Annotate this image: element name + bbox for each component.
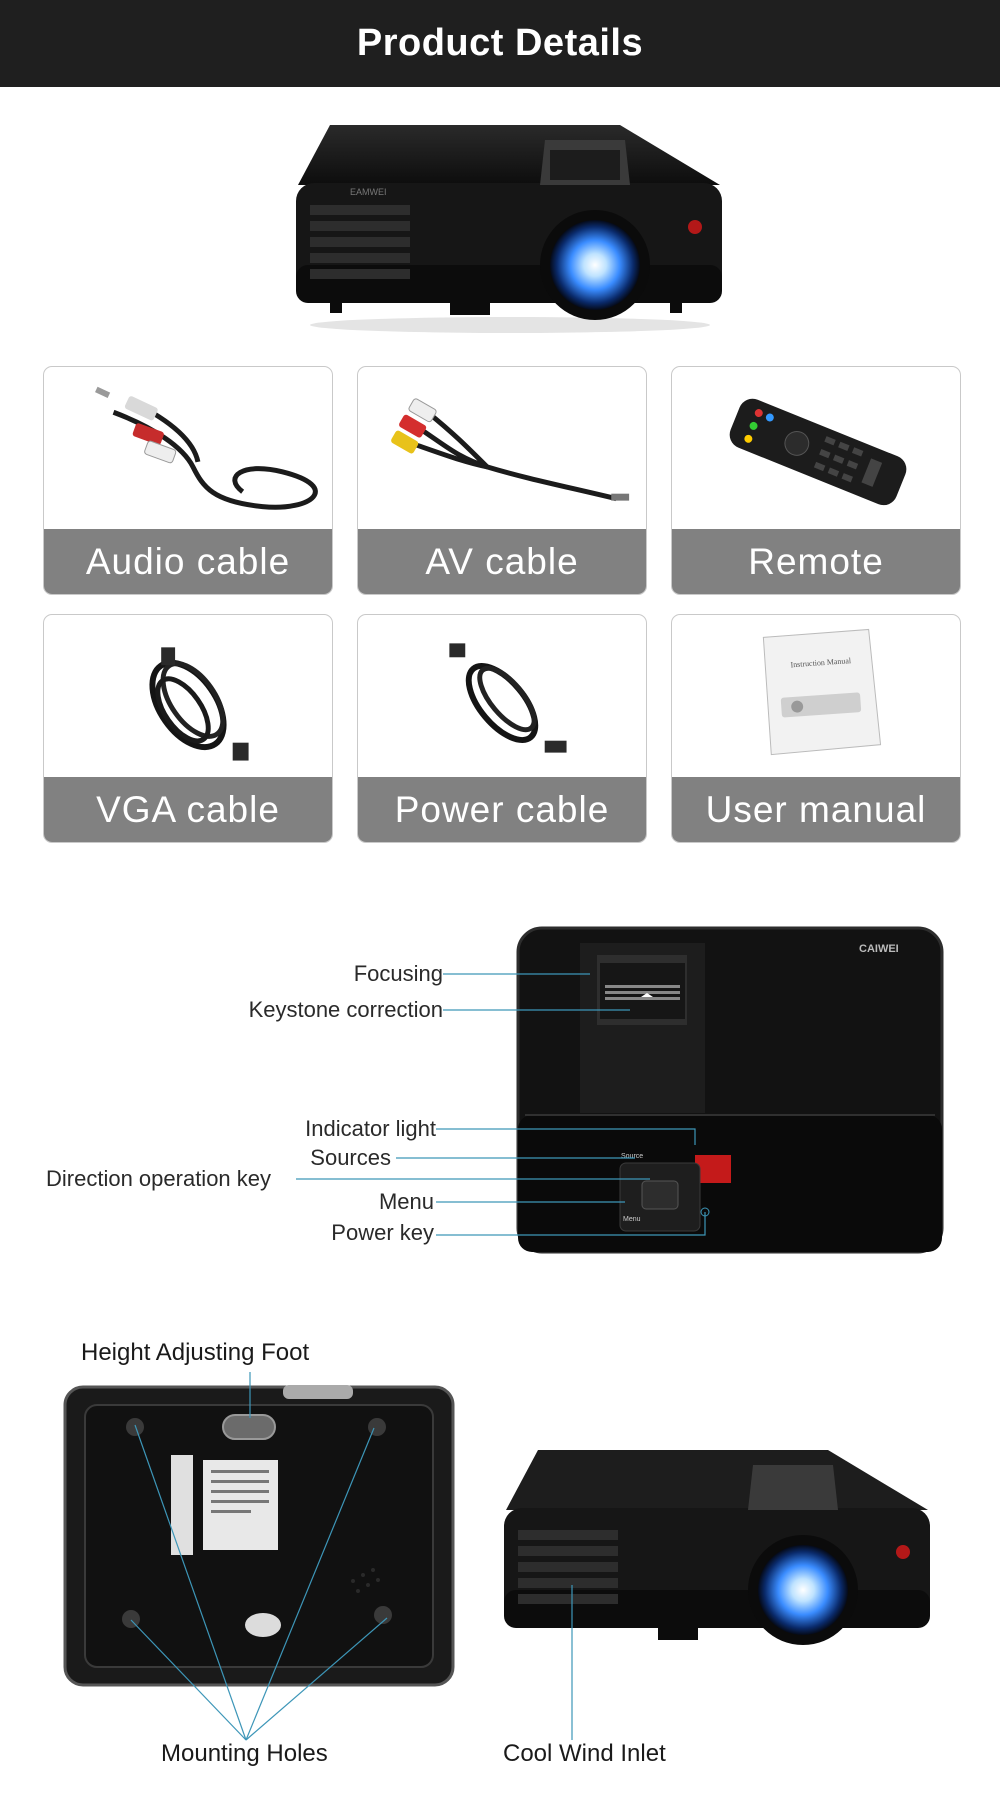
top-callout-lines [296,973,706,1236]
accessory-label: Power cable [358,777,646,842]
accessory-card-vga-cable: VGA cable [43,614,333,843]
svg-text:CAIWEI: CAIWEI [859,943,899,955]
callout-indicator-light: Indicator light [305,1116,436,1141]
accessory-card-audio-cable: Audio cable [43,366,333,595]
callout-height-adjusting-foot: Height Adjusting Foot [81,1339,310,1366]
accessory-card-power-cable: Power cable [357,614,647,843]
accessory-label: VGA cable [44,777,332,842]
manual-title-text: Instruction Manual [790,656,852,669]
av-cable-icon [391,398,630,502]
panel-source-label: Source [621,1153,643,1160]
projector-top-view-image: CAIWEI Source Menu [516,926,944,1254]
callout-mounting-holes: Mounting Holes [161,1740,328,1767]
projector-bottom-view-image [63,1385,455,1687]
callout-power-key: Power key [331,1220,434,1245]
accessory-label: Audio cable [44,529,332,594]
audio-cable-icon [95,386,318,510]
callout-menu: Menu [378,1189,434,1214]
page-title: Product Details [356,22,644,64]
bottom-callout-lines [130,1372,573,1741]
accessory-card-user-manual: Instruction Manual User manual [671,614,961,843]
svg-text:EAMWEI: EAMWEI [350,187,387,197]
accessory-label: AV cable [358,529,646,594]
accessory-label: User manual [672,777,960,842]
callout-focusing: Focusing [353,961,443,986]
header-bar: Product Details [0,0,1000,87]
accessory-label: Remote [672,529,960,594]
callout-sources: Sources [310,1145,391,1170]
vga-cable-icon [149,647,249,761]
remote-icon [729,398,907,506]
power-cable-icon [449,643,567,753]
projector-front-image: EAMWEI [296,125,722,333]
panel-menu-label: Menu [623,1216,641,1223]
projector-front-image-2 [504,1450,930,1645]
accessory-card-remote: Remote [671,366,961,595]
callout-keystone-correction: Keystone correction [248,997,443,1022]
callout-cool-wind-inlet: Cool Wind Inlet [503,1740,666,1767]
accessory-card-av-cable: AV cable [357,366,647,595]
callout-direction-operation-key: Direction operation key [46,1166,272,1191]
user-manual-icon: Instruction Manual [762,628,882,756]
